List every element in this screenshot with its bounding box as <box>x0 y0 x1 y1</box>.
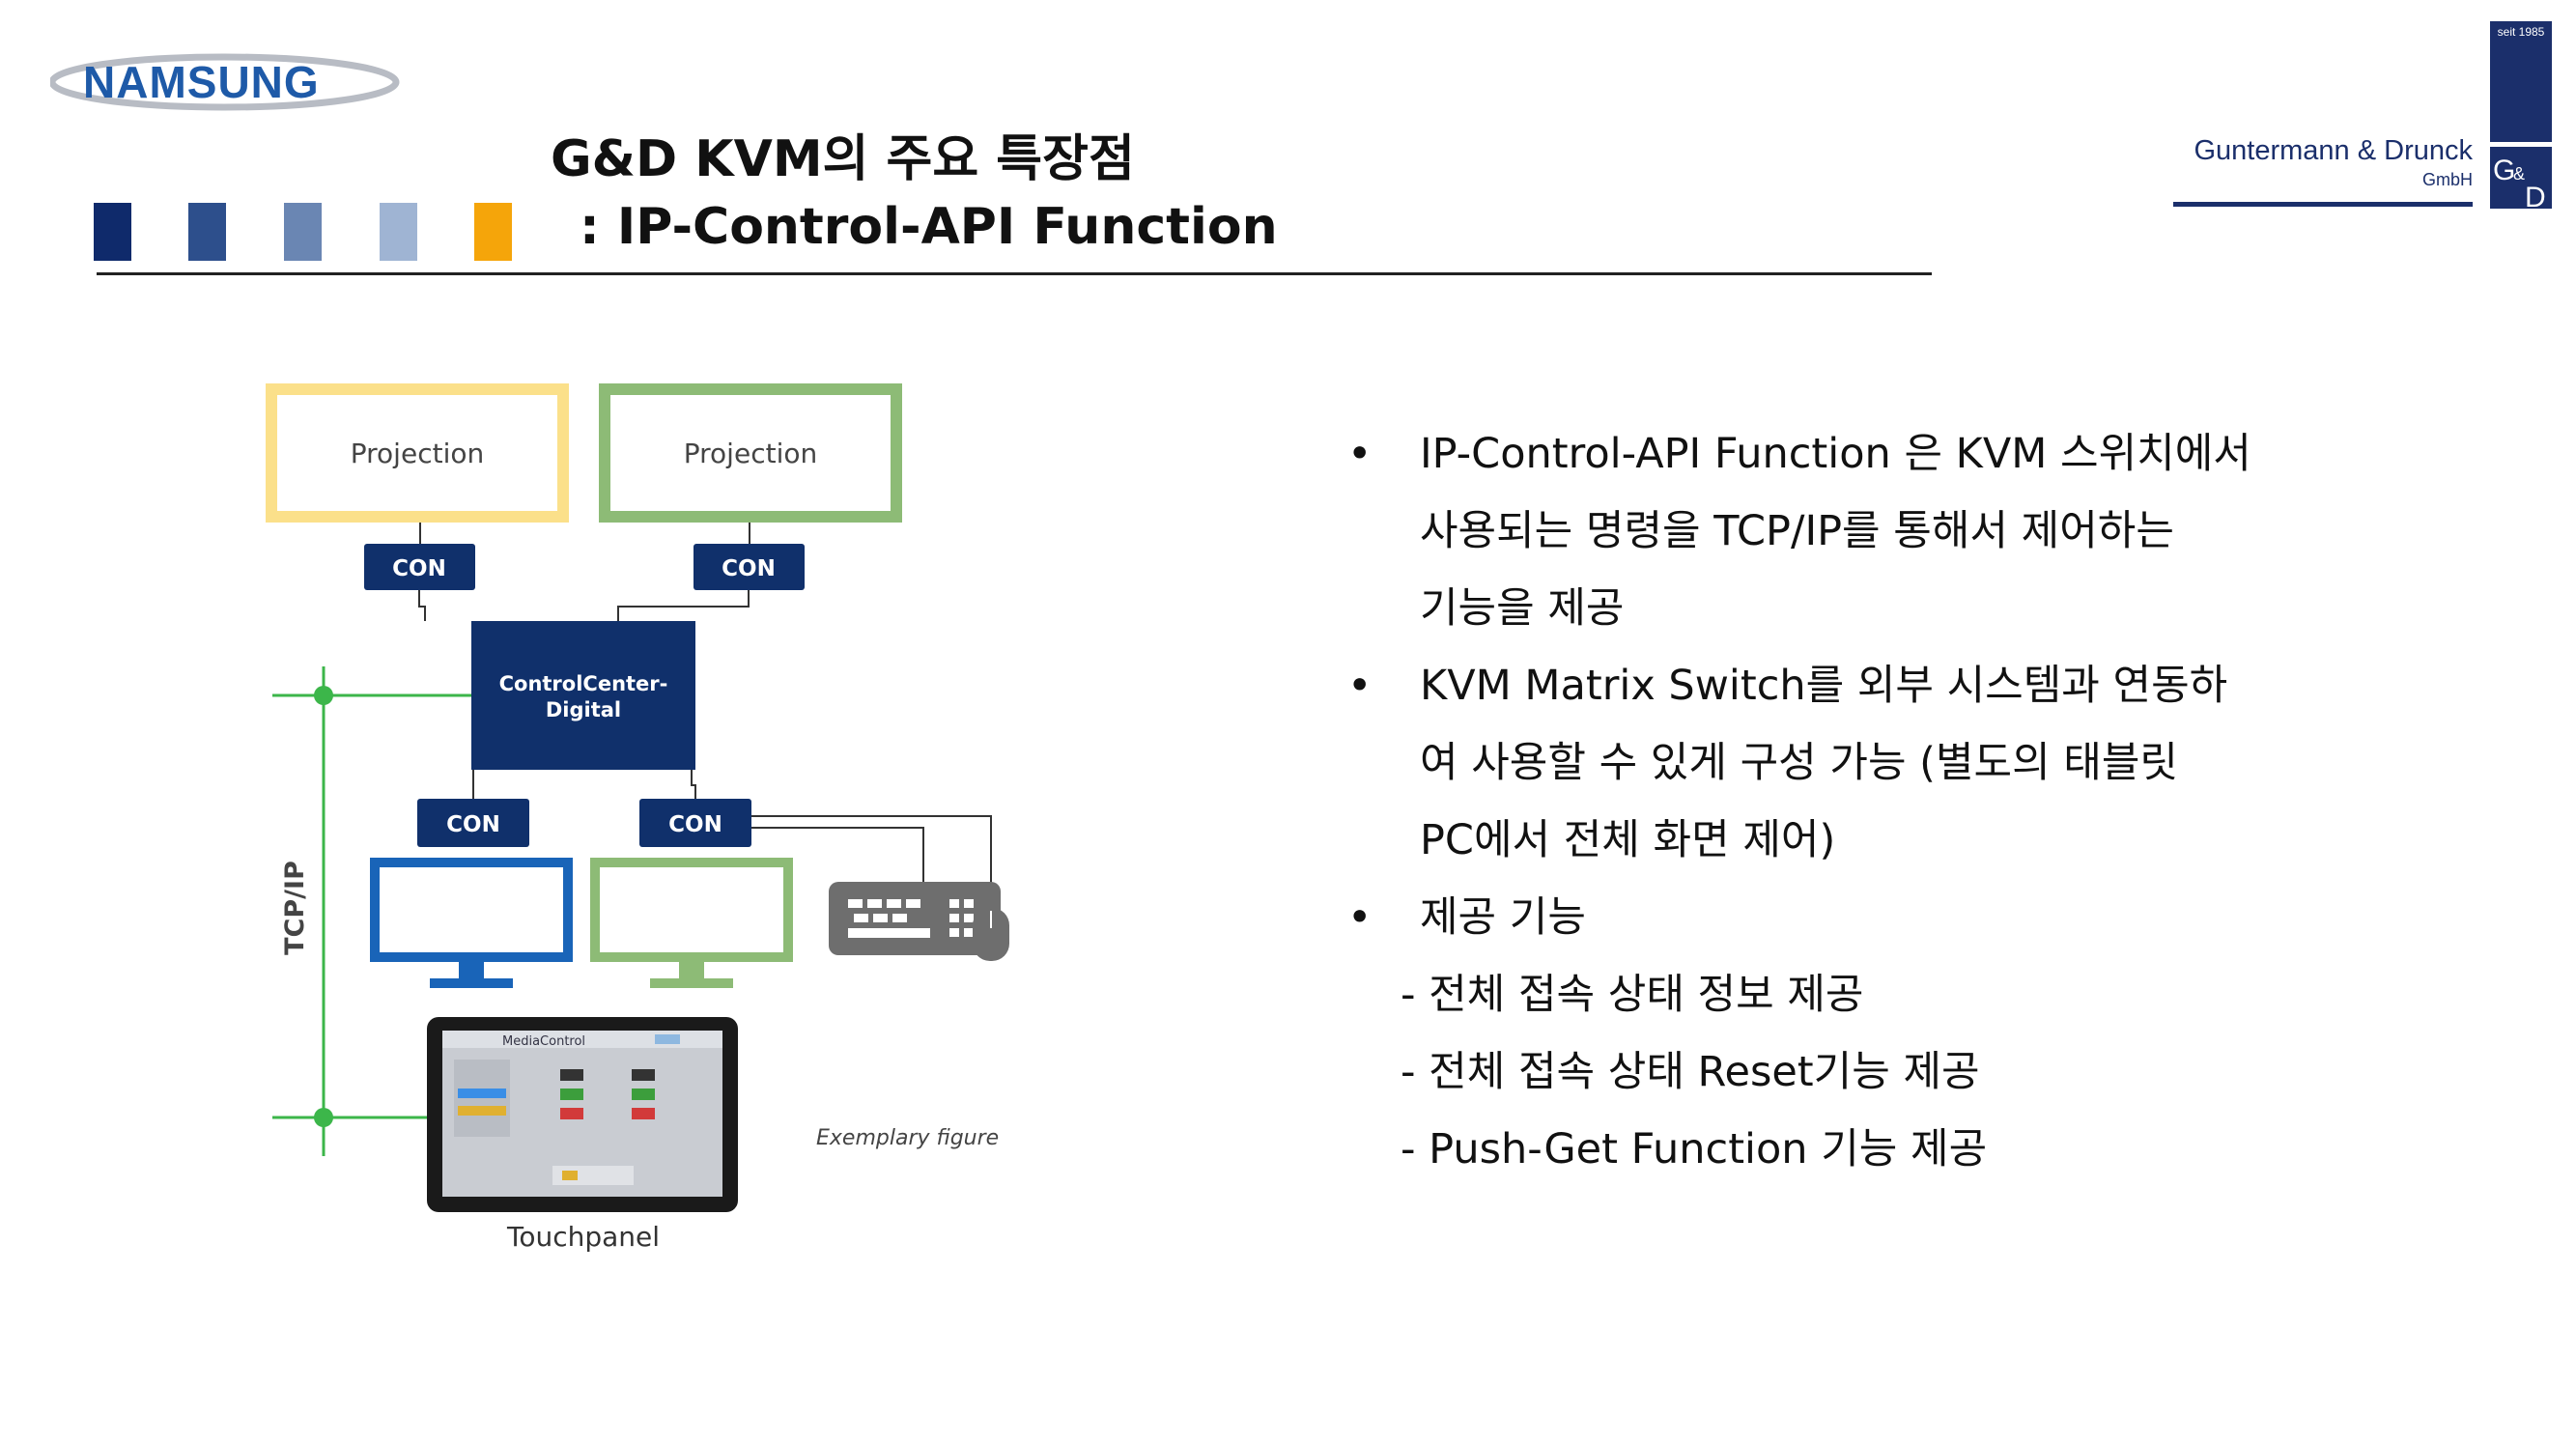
color-square-3 <box>284 203 322 261</box>
bullet-3-line-1: 제공 기능 <box>1420 893 1586 942</box>
svg-text:D: D <box>2525 182 2546 209</box>
title-line-1: G&D KVM의 주요 특장점 <box>551 130 1135 188</box>
namsung-logo: NAMSUNG <box>50 53 400 111</box>
con-top-right-label: CON <box>722 556 776 581</box>
monitor-blue-icon <box>370 858 573 988</box>
title-line-2: : IP-Control-API Function <box>580 198 1278 256</box>
company-suffix: GmbH <box>2421 170 2473 189</box>
color-square-4 <box>380 203 417 261</box>
projection-left-label: Projection <box>351 438 484 469</box>
bullet-1-line-2: 사용되는 명령을 TCP/IP를 통해서 제어하는 <box>1420 507 2174 555</box>
kvm-topology-diagram: Projection Projection CON CON ControlCen… <box>266 383 1009 1253</box>
sub-item-2: - 전체 접속 상태 Reset기능 제공 <box>1401 1048 1980 1096</box>
keyboard-icon <box>829 882 1001 955</box>
con-top-left <box>364 544 475 590</box>
color-square-5 <box>474 203 512 261</box>
touchpanel-tablet: MediaControl <box>427 1017 738 1212</box>
company-underline <box>2173 202 2473 207</box>
company-since: seit 1985 <box>2497 25 2545 39</box>
bullet-dot: • <box>1347 430 1373 478</box>
bullet-item-1: • IP-Control-API Function 은 KVM 스위치에서 사용… <box>1347 415 2333 647</box>
con-bottom-right <box>639 799 751 847</box>
svg-text:G: G <box>2493 155 2515 186</box>
company-name: Guntermann & Drunck <box>2194 135 2473 166</box>
con-top-left-label: CON <box>392 556 446 581</box>
bullet-2-line-3: PC에서 전체 화면 제어) <box>1420 816 1836 864</box>
control-center-digital <box>471 621 695 770</box>
projection-left <box>266 383 569 523</box>
network-node-bottom <box>314 1108 333 1127</box>
color-square-1 <box>94 203 131 261</box>
control-center-label-2: Digital <box>546 698 621 721</box>
feature-bullet-list: • IP-Control-API Function 은 KVM 스위치에서 사용… <box>1347 415 2333 1188</box>
bullet-dot: • <box>1347 893 1373 942</box>
con-bottom-left <box>417 799 529 847</box>
control-center-label-1: ControlCenter- <box>499 672 668 695</box>
bullet-item-2: • KVM Matrix Switch를 외부 시스템과 연동하 여 사용할 수… <box>1347 647 2333 879</box>
con-bottom-left-label: CON <box>446 812 500 837</box>
bullet-1-line-1: IP-Control-API Function 은 KVM 스위치에서 <box>1420 430 2251 478</box>
bullet-1-line-3: 기능을 제공 <box>1420 584 1625 633</box>
sub-item-3: - Push-Get Function 기능 제공 <box>1401 1125 1988 1173</box>
color-square-2 <box>188 203 226 261</box>
touchpanel-label: Touchpanel <box>506 1221 660 1253</box>
tcp-ip-label: TCP/IP <box>280 861 310 955</box>
sub-item-1: - 전체 접속 상태 정보 제공 <box>1401 971 1864 1019</box>
tablet-app-title: MediaControl <box>502 1034 585 1049</box>
header-divider <box>97 272 1932 275</box>
gd-logo-icon: G & D <box>2490 147 2552 209</box>
bullet-2-line-2: 여 사용할 수 있게 구성 가능 (별도의 태블릿 <box>1420 739 2178 787</box>
con-bottom-right-label: CON <box>668 812 722 837</box>
mouse-icon <box>973 908 1009 961</box>
svg-text:&: & <box>2513 164 2525 184</box>
network-node-top <box>314 686 333 705</box>
bullet-dot: • <box>1347 662 1373 710</box>
bullet-2-line-1: KVM Matrix Switch를 외부 시스템과 연동하 <box>1420 662 2228 710</box>
page-title: G&D KVM의 주요 특장점 : IP-Control-API Functio… <box>551 126 1278 261</box>
projection-right-label: Projection <box>684 438 817 469</box>
projection-right <box>599 383 902 523</box>
con-top-right <box>694 544 805 590</box>
svg-text:NAMSUNG: NAMSUNG <box>83 57 320 107</box>
bullet-item-3: • 제공 기능 <box>1347 879 2333 956</box>
monitor-green-icon <box>590 858 793 988</box>
exemplary-caption: Exemplary figure <box>816 1126 999 1150</box>
gd-logo-bar <box>2490 21 2552 142</box>
